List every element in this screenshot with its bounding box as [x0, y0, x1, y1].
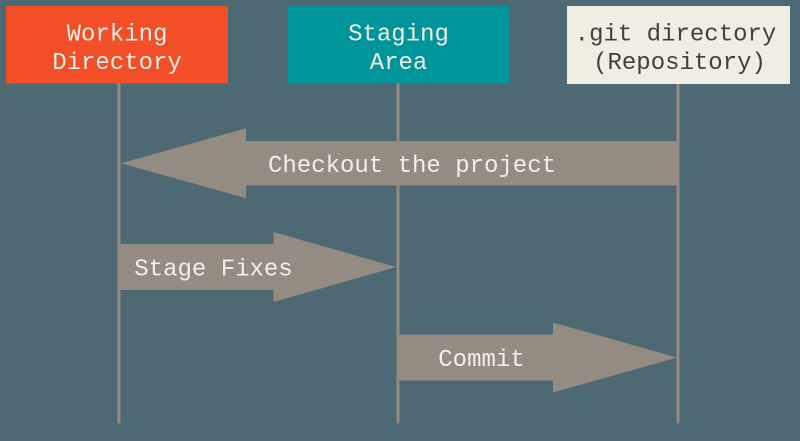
- svg-text:Area: Area: [370, 50, 428, 77]
- svg-text:(Repository): (Repository): [593, 50, 766, 77]
- svg-text:Working: Working: [67, 22, 168, 49]
- svg-text:.git directory: .git directory: [575, 22, 777, 49]
- svg-text:Directory: Directory: [52, 50, 182, 77]
- svg-text:Stage Fixes: Stage Fixes: [134, 257, 292, 284]
- svg-text:Checkout the project: Checkout the project: [268, 153, 556, 180]
- svg-text:Staging: Staging: [348, 22, 449, 49]
- svg-text:Commit: Commit: [438, 347, 524, 374]
